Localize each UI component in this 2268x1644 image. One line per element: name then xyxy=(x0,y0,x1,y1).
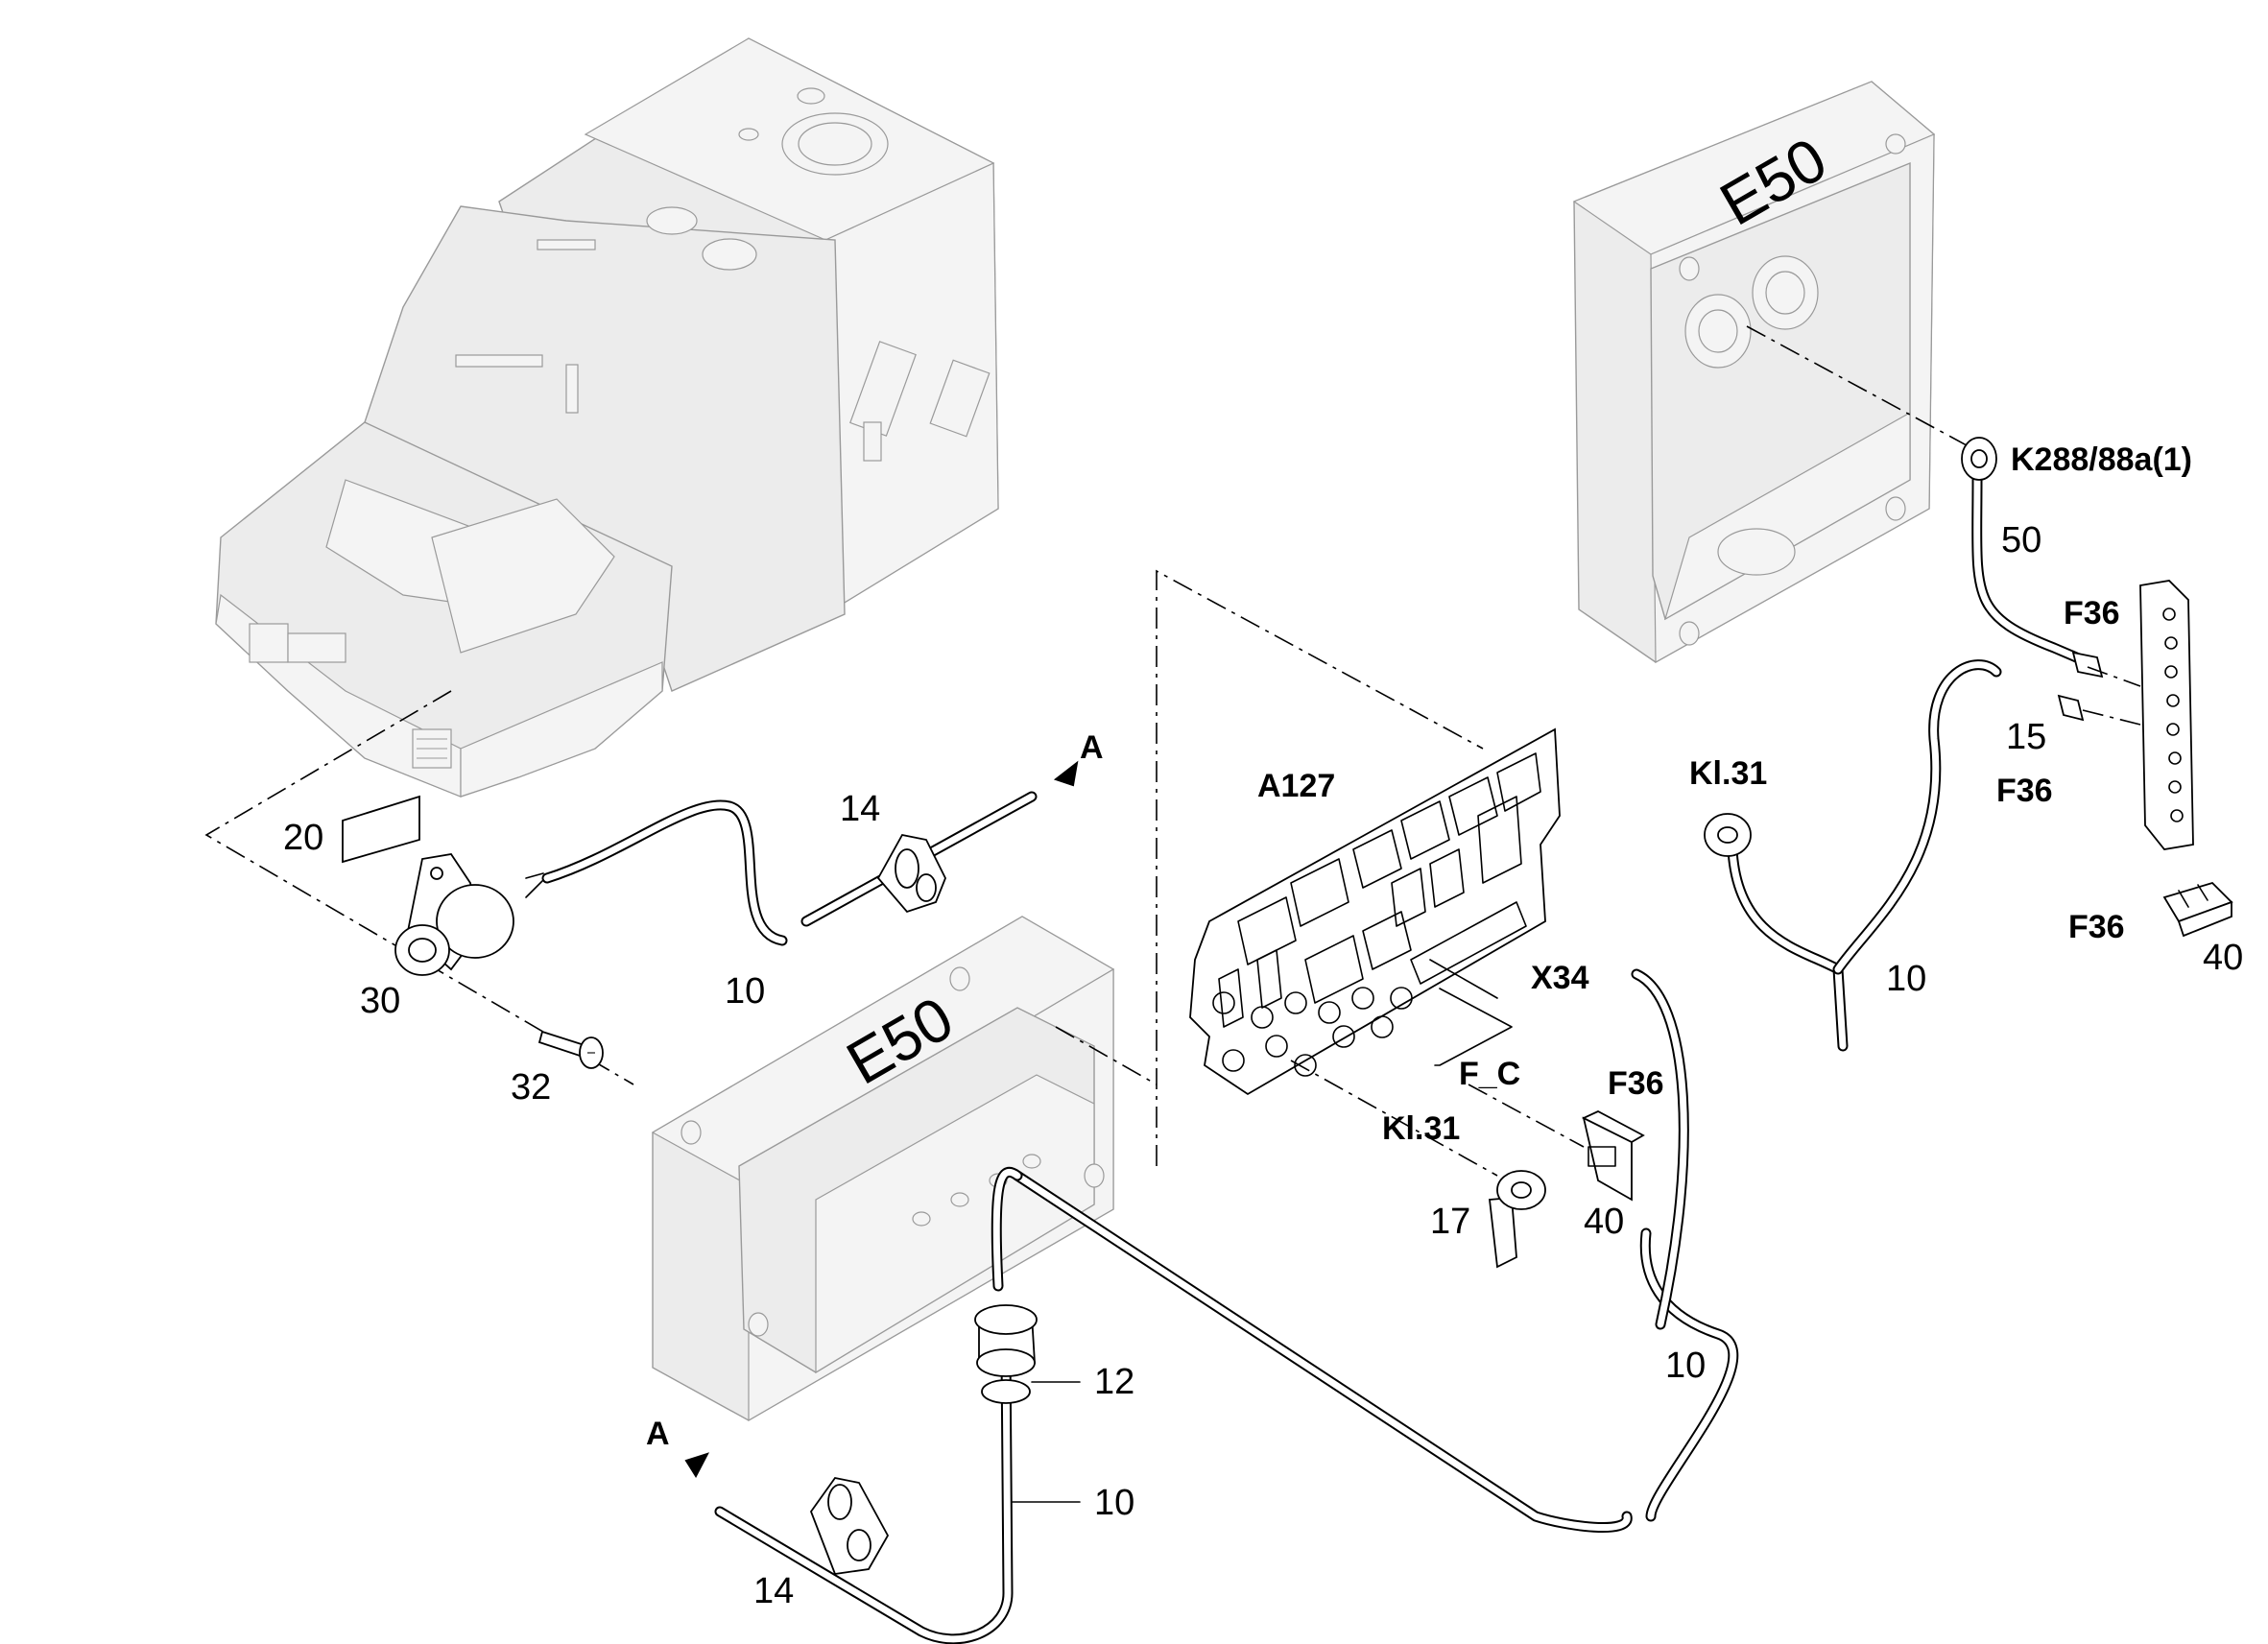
label-10-bottom: 10 xyxy=(1094,1483,1134,1523)
cable-harness-right xyxy=(991,968,1739,1534)
label-f36-strip: F36 xyxy=(2064,595,2120,631)
ring-terminal-mid xyxy=(1489,1170,1546,1269)
leader-board-box xyxy=(1055,1026,1158,1085)
blade-terminal xyxy=(2057,694,2085,722)
label-17: 17 xyxy=(1430,1202,1470,1242)
arrow-a-bottom-icon xyxy=(684,1452,710,1479)
label-arrow-a-bottom: A xyxy=(646,1416,670,1452)
label-k288: K288/88a(1) xyxy=(2011,441,2192,478)
label-40-right: 40 xyxy=(2203,938,2243,978)
label-kl31-right: Kl.31 xyxy=(1689,755,1767,792)
label-30: 30 xyxy=(360,981,400,1021)
connector-socket xyxy=(394,853,514,976)
label-12: 12 xyxy=(1094,1362,1134,1402)
cable-clamp-top xyxy=(876,833,946,914)
label-14-top: 14 xyxy=(840,789,880,829)
leader-x34 xyxy=(1429,959,1498,999)
label-plate xyxy=(342,795,420,864)
fuse-strip-f36 xyxy=(2139,580,2194,850)
label-10-right: 10 xyxy=(1886,959,1926,999)
label-f36-mid: F36 xyxy=(1996,773,2053,809)
screw xyxy=(537,1030,604,1069)
label-f36-fuse-right: F36 xyxy=(2068,909,2125,945)
label-14-bottom: 14 xyxy=(753,1571,794,1611)
label-20: 20 xyxy=(283,818,323,858)
cable-clamp-bottom xyxy=(809,1477,890,1575)
leader-k288 xyxy=(1746,325,1978,452)
label-40-mid: 40 xyxy=(1584,1202,1624,1242)
cable-ground-right xyxy=(1727,659,2002,1052)
label-x34: X34 xyxy=(1531,960,1589,996)
label-32: 32 xyxy=(511,1067,551,1108)
label-15: 15 xyxy=(2006,717,2046,757)
cable-harness-top xyxy=(525,791,1038,946)
cab-frame-assembly xyxy=(215,37,999,798)
label-10-left: 10 xyxy=(725,971,765,1012)
cable-harness-bottom xyxy=(714,1347,1014,1644)
label-f36-fuse-mid: F36 xyxy=(1608,1065,1664,1102)
cable-grommet xyxy=(974,1304,1038,1404)
circuit-board-a127 xyxy=(1189,727,1561,1096)
label-a127: A127 xyxy=(1257,768,1335,804)
cable-k288 xyxy=(1961,437,2104,679)
leader-f36-strip xyxy=(2087,666,2141,687)
fuse-right xyxy=(2162,881,2233,938)
label-10-lower-right: 10 xyxy=(1665,1346,1706,1386)
leader-board xyxy=(1156,569,1484,1166)
enclosure-e50-bottom xyxy=(651,916,1115,1422)
arrow-a-top-icon xyxy=(1053,760,1079,787)
leader-f-c xyxy=(1434,988,1513,1066)
leader-f36-15 xyxy=(2082,709,2141,726)
fuse-mid xyxy=(1581,1109,1645,1202)
label-kl31-mid: Kl.31 xyxy=(1382,1110,1460,1147)
enclosure-e50-top xyxy=(1572,81,1936,664)
leader-kl31-mid xyxy=(1290,1060,1498,1177)
leader-fuse-mid xyxy=(1468,1084,1585,1148)
leader-frame xyxy=(204,690,634,1085)
ring-terminal-right xyxy=(1704,813,1752,857)
label-arrow-a-top: A xyxy=(1080,729,1104,766)
label-50: 50 xyxy=(2001,520,2041,560)
label-f-c: F_C xyxy=(1459,1056,1520,1092)
